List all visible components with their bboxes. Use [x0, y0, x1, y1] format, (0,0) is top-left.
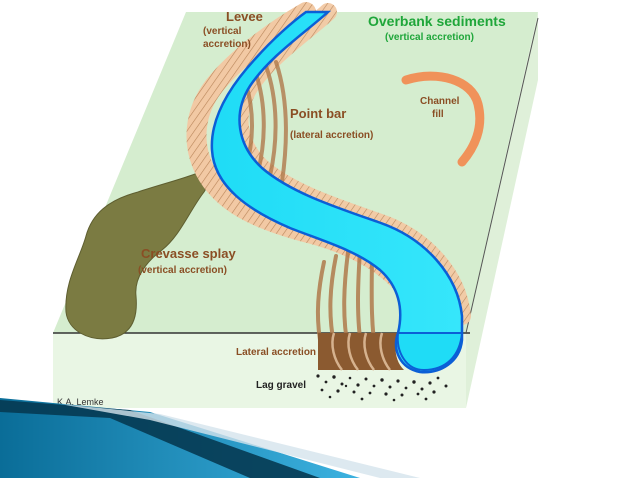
point-bar-label: Point bar	[290, 106, 346, 121]
overbank-sub-label: (vertical accretion)	[385, 32, 474, 43]
levee-sub-label-1: (vertical	[203, 26, 242, 37]
lateral-accretion-label: Lateral accretion	[236, 347, 316, 358]
slide-decoration	[0, 398, 420, 478]
crevasse-splay-sub-label: (vertical accretion)	[138, 265, 227, 276]
overbank-label: Overbank sediments	[368, 13, 506, 29]
lag-gravel-label: Lag gravel	[256, 380, 306, 391]
lateral-accretion-wedge	[318, 333, 404, 370]
point-bar-sub-label: (lateral accretion)	[290, 130, 373, 141]
crevasse-splay-label: Crevasse splay	[141, 246, 236, 261]
channel-fill-label-2: fill	[432, 109, 444, 120]
channel-fill-label-1: Channel	[420, 96, 460, 107]
levee-sub-label-2: accretion)	[203, 39, 251, 50]
levee-label: Levee	[226, 9, 263, 24]
